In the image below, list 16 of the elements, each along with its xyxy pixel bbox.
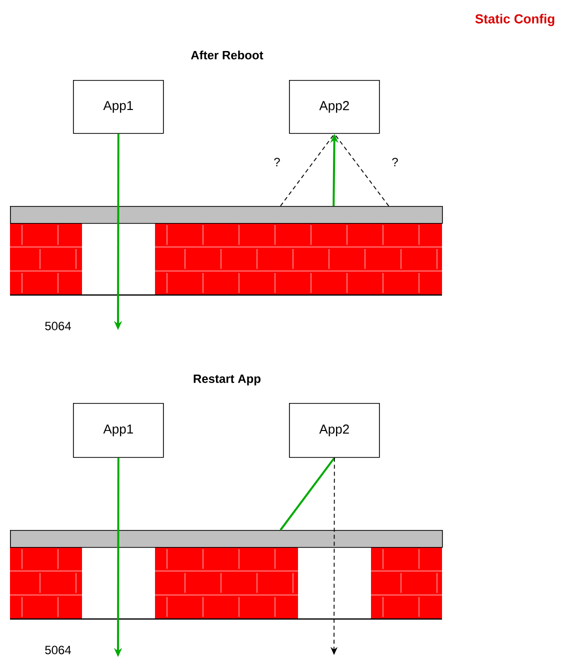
app-box: App1: [73, 403, 164, 458]
app-box: App2: [289, 403, 380, 458]
port-number: 5064: [45, 646, 71, 654]
bar: [10, 530, 443, 548]
panel-heading: Restart App: [194, 374, 260, 386]
edge-label: ?: [272, 156, 282, 168]
edge-label: ?: [390, 156, 400, 168]
port-number: 5064: [45, 322, 71, 330]
panel-heading: After Reboot: [190, 50, 264, 60]
title: Static Config: [475, 14, 554, 26]
bar: [10, 206, 443, 224]
connector-line: [280, 457, 336, 531]
app-box: App1: [73, 80, 164, 134]
dashed-line: [334, 133, 390, 206]
app-box: App2: [289, 80, 380, 134]
dashed-line: [280, 133, 335, 206]
